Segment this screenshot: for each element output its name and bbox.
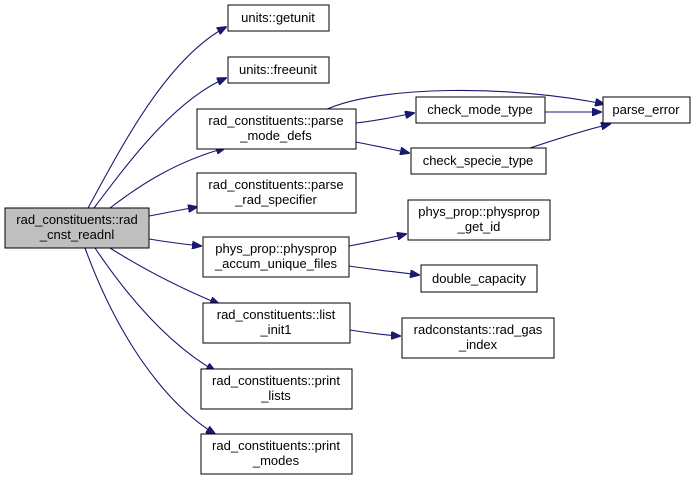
node-label: rad_constituents::rad [16, 212, 137, 227]
edge-readnl-parse-rad-specifier [148, 207, 197, 217]
node-parse-error[interactable]: parse_error [602, 96, 691, 124]
node-label: _modes [252, 453, 300, 468]
edge-parse-mode-defs-check-specie-type [355, 141, 409, 153]
edge-list-init1-rad-gas-index [349, 329, 400, 336]
edges [84, 27, 610, 434]
node-print-lists[interactable]: rad_constituents::print _lists [200, 368, 353, 410]
node-label: phys_prop::physprop [215, 241, 336, 256]
edge-accum-unique-files-double-capacity [348, 265, 419, 275]
node-label: parse_error [612, 102, 680, 117]
node-parse-rad-specifier[interactable]: rad_constituents::parse _rad_specifier [196, 172, 357, 214]
node-rad-cnst-readnl[interactable]: rad_constituents::rad _cnst_readnl [4, 207, 150, 249]
node-label: rad_constituents::print [212, 438, 340, 453]
node-label: double_capacity [432, 271, 526, 286]
node-label: rad_constituents::parse [208, 177, 343, 192]
edge-readnl-parse-mode-defs [109, 148, 225, 209]
node-getunit[interactable]: units::getunit [227, 4, 330, 32]
node-label: _mode_defs [239, 128, 312, 143]
edge-readnl-getunit [87, 27, 226, 209]
node-freeunit[interactable]: units::freeunit [227, 56, 330, 84]
node-label: check_specie_type [423, 153, 534, 168]
node-label: units::freeunit [239, 62, 317, 77]
edge-readnl-print-lists [94, 247, 215, 371]
edge-readnl-list-init1 [109, 247, 219, 304]
edge-readnl-print-modes [84, 247, 215, 434]
node-label: _init1 [259, 322, 291, 337]
node-rad-gas-index[interactable]: radconstants::rad_gas _index [401, 317, 555, 359]
edge-check-specie-type-parse-error [529, 124, 610, 149]
node-label: radconstants::rad_gas [414, 322, 543, 337]
node-label: _get_id [457, 219, 501, 234]
node-label: units::getunit [241, 10, 315, 25]
edge-readnl-freeunit [93, 78, 226, 209]
node-label: rad_constituents::list [217, 307, 336, 322]
edge-readnl-accum-unique-files [148, 238, 201, 246]
node-list-init1[interactable]: rad_constituents::list _init1 [202, 302, 351, 344]
node-accum-unique-files[interactable]: phys_prop::physprop _accum_unique_files [202, 236, 350, 278]
edge-parse-mode-defs-parse-error [324, 89, 604, 111]
edge-parse-mode-defs-check-mode-type [355, 113, 414, 124]
node-check-mode-type[interactable]: check_mode_type [415, 96, 546, 124]
node-label: check_mode_type [427, 102, 533, 117]
node-print-modes[interactable]: rad_constituents::print _modes [200, 433, 353, 475]
node-label: _accum_unique_files [214, 256, 338, 271]
node-parse-mode-defs[interactable]: rad_constituents::parse _mode_defs [196, 108, 357, 150]
node-label: rad_constituents::parse [208, 113, 343, 128]
edge-accum-unique-files-physprop-get-id [348, 234, 406, 247]
node-label: _rad_specifier [234, 192, 317, 207]
node-check-specie-type[interactable]: check_specie_type [410, 147, 547, 175]
node-label: phys_prop::physprop [418, 204, 539, 219]
node-label: _lists [260, 388, 291, 403]
node-physprop-get-id[interactable]: phys_prop::physprop _get_id [407, 199, 551, 241]
node-label: _index [458, 337, 498, 352]
node-label: _cnst_readnl [39, 227, 115, 242]
node-label: rad_constituents::print [212, 373, 340, 388]
node-double-capacity[interactable]: double_capacity [420, 264, 538, 293]
